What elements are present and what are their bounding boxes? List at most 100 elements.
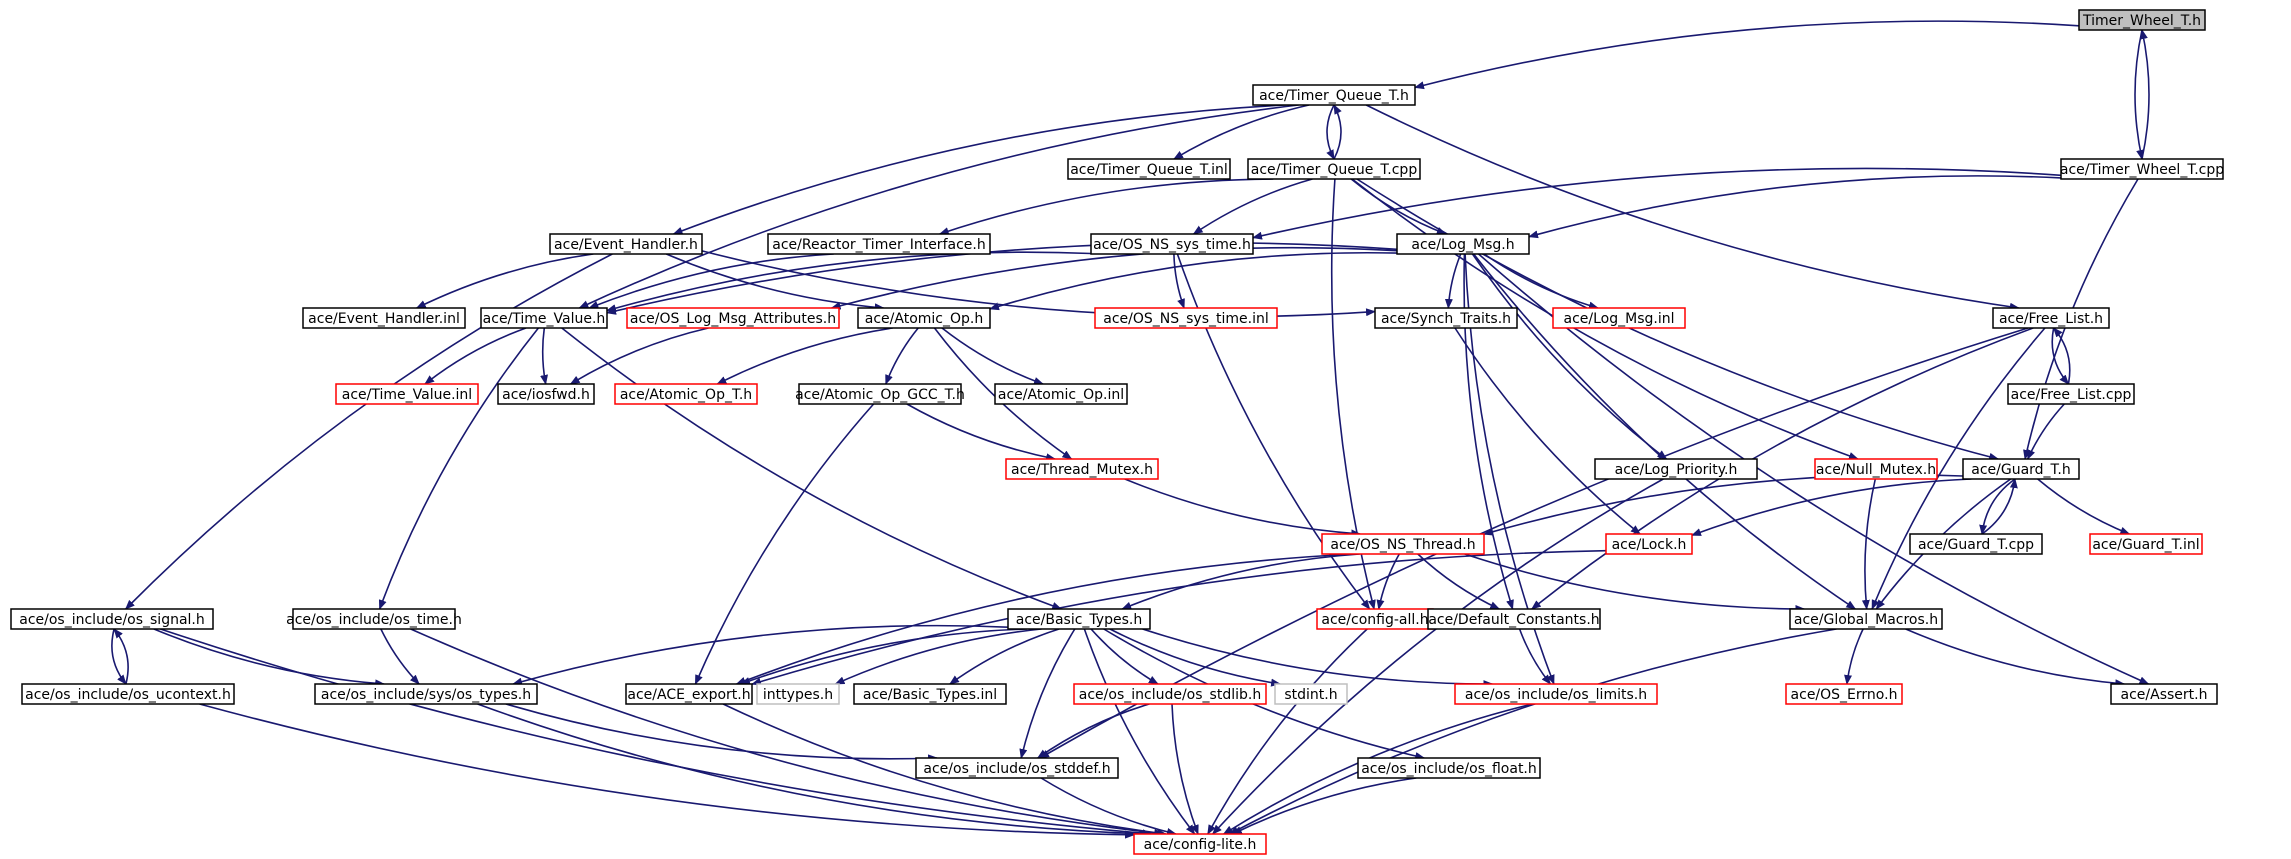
file-node-ace-os-include-os-float-h[interactable]: ace/os_include/os_float.h — [1357, 757, 1541, 779]
file-node-label: ace/Guard_T.inl — [2092, 537, 2199, 553]
file-node-label: ace/Basic_Types.h — [1016, 612, 1142, 628]
file-node-ace-lock-h[interactable]: ace/Lock.h — [1605, 533, 1693, 555]
file-node-ace-os-errno-h[interactable]: ace/OS_Errno.h — [1785, 683, 1903, 705]
file-node-ace-os-include-os-time-h[interactable]: ace/os_include/os_time.h — [286, 608, 462, 630]
include-edge — [2052, 327, 2071, 385]
file-node-ace-time-value-inl[interactable]: ace/Time_Value.inl — [335, 383, 479, 405]
include-edge — [606, 251, 1092, 312]
file-node-inttypes-h: inttypes.h — [756, 683, 840, 705]
include-edge — [1039, 327, 2029, 759]
include-edge — [1171, 703, 1199, 835]
file-node-ace-event-handler-h[interactable]: ace/Event_Handler.h — [549, 233, 703, 255]
file-node-ace-os-include-os-signal-h[interactable]: ace/os_include/os_signal.h — [10, 608, 214, 630]
file-node-label: ace/OS_NS_Thread.h — [1330, 537, 1475, 553]
file-node-label: Timer_Wheel_T.h — [2082, 13, 2201, 29]
include-edge — [1207, 628, 1368, 835]
file-node-label: ace/Atomic_Op.inl — [998, 387, 1124, 403]
include-edge — [378, 327, 540, 610]
file-node-ace-config-lite-h[interactable]: ace/config-lite.h — [1133, 833, 1267, 855]
file-node-box — [1374, 307, 1518, 329]
include-edge — [1464, 553, 1806, 613]
file-node-ace-time-value-h[interactable]: ace/Time_Value.h — [480, 307, 608, 329]
include-edge — [1142, 628, 1494, 689]
file-node-box — [2007, 383, 2135, 405]
file-node-label: ace/Assert.h — [2121, 687, 2208, 703]
file-node-ace-os-ns-sys-time-inl[interactable]: ace/OS_NS_sys_time.inl — [1094, 307, 1278, 329]
file-node-box — [2110, 683, 2218, 705]
file-node-ace-reactor-timer-interface-h[interactable]: ace/Reactor_Timer_Interface.h — [767, 233, 991, 255]
file-node-ace-os-ns-thread-h[interactable]: ace/OS_NS_Thread.h — [1321, 533, 1485, 555]
file-node-label: ace/Atomic_Op_T.h — [620, 387, 752, 403]
file-node-box — [2089, 533, 2203, 555]
file-node-ace-os-include-os-limits-h[interactable]: ace/os_include/os_limits.h — [1454, 683, 1658, 705]
file-node-ace-guard-t-h[interactable]: ace/Guard_T.h — [1962, 458, 2080, 480]
file-node-ace-basic-types-h[interactable]: ace/Basic_Types.h — [1007, 608, 1151, 630]
file-node-ace-timer-wheel-t-cpp[interactable]: ace/Timer_Wheel_T.cpp — [2060, 158, 2224, 180]
file-node-ace-atomic-op-t-h[interactable]: ace/Atomic_Op_T.h — [614, 383, 758, 405]
file-node-ace-null-mutex-h[interactable]: ace/Null_Mutex.h — [1814, 458, 1938, 480]
include-edge — [512, 624, 1009, 686]
include-edge — [1483, 474, 1964, 536]
include-edge — [1124, 478, 1362, 538]
file-node-ace-os-include-sys-os-types-h[interactable]: ace/os_include/sys/os_types.h — [314, 683, 538, 705]
file-node-ace-config-all-h[interactable]: ace/config-all.h — [1316, 608, 1434, 630]
file-node-ace-default-constants-h[interactable]: ace/Default_Constants.h — [1427, 608, 1601, 630]
file-node-ace-os-include-os-stdlib-h[interactable]: ace/os_include/os_stdlib.h — [1073, 683, 1267, 705]
file-node-ace-log-msg-h[interactable]: ace/Log_Msg.h — [1396, 233, 1530, 255]
file-node-box — [1090, 233, 1254, 255]
include-edge — [1861, 478, 1877, 610]
file-node-ace-guard-t-cpp[interactable]: ace/Guard_T.cpp — [1909, 533, 2043, 555]
file-node-ace-free-list-h[interactable]: ace/Free_List.h — [1992, 307, 2110, 329]
include-edge — [410, 628, 1165, 837]
include-edge — [1351, 178, 1859, 460]
include-edge — [1176, 253, 1371, 610]
include-edge — [1981, 478, 2018, 535]
file-node-ace-os-include-os-ucontext-h[interactable]: ace/os_include/os_ucontext.h — [21, 683, 235, 705]
file-node-label: ace/config-lite.h — [1144, 837, 1257, 853]
file-node-box — [1992, 307, 2110, 329]
include-edge — [665, 253, 885, 312]
file-node-ace-global-macros-h[interactable]: ace/Global_Macros.h — [1789, 608, 1943, 630]
include-edge — [938, 178, 1274, 235]
file-node-box — [1909, 533, 2043, 555]
file-node-timer-wheel-t-h[interactable]: Timer_Wheel_T.h — [2078, 9, 2206, 31]
file-node-label: ace/Atomic_Op.h — [865, 311, 983, 327]
file-node-ace-log-msg-inl[interactable]: ace/Log_Msg.inl — [1552, 307, 1686, 329]
file-node-box — [1454, 683, 1658, 705]
file-node-ace-os-log-msg-attributes-h[interactable]: ace/OS_Log_Msg_Attributes.h — [626, 307, 840, 329]
file-node-box — [1073, 683, 1267, 705]
file-node-ace-basic-types-inl[interactable]: ace/Basic_Types.inl — [853, 683, 1007, 705]
file-node-label: ace/Basic_Types.inl — [863, 687, 997, 703]
file-node-ace-log-priority-h[interactable]: ace/Log_Priority.h — [1594, 458, 1758, 480]
file-node-ace-timer-queue-t-inl[interactable]: ace/Timer_Queue_T.inl — [1067, 158, 1231, 180]
file-node-ace-timer-queue-t-cpp[interactable]: ace/Timer_Queue_T.cpp — [1247, 158, 1421, 180]
file-node-label: ace/OS_NS_sys_time.inl — [1103, 311, 1268, 327]
file-node-box — [1357, 757, 1541, 779]
file-node-ace-synch-traits-h[interactable]: ace/Synch_Traits.h — [1374, 307, 1518, 329]
file-node-ace-atomic-op-h[interactable]: ace/Atomic_Op.h — [857, 307, 991, 329]
file-node-label: ace/os_include/sys/os_types.h — [321, 687, 531, 703]
file-node-label: ace/Log_Priority.h — [1615, 462, 1738, 478]
file-node-ace-atomic-op-gcc-t-h[interactable]: ace/Atomic_Op_GCC_T.h — [795, 383, 965, 405]
file-node-box — [1094, 307, 1278, 329]
file-node-ace-ace-export-h[interactable]: ace/ACE_export.h — [625, 683, 753, 705]
file-node-ace-event-handler-inl[interactable]: ace/Event_Handler.inl — [302, 307, 466, 329]
include-edge — [830, 246, 1398, 310]
file-node-ace-assert-h[interactable]: ace/Assert.h — [2110, 683, 2218, 705]
file-node-box — [1321, 533, 1485, 555]
file-node-ace-os-include-os-stddef-h[interactable]: ace/os_include/os_stddef.h — [915, 757, 1119, 779]
file-node-ace-os-ns-sys-time-h[interactable]: ace/OS_NS_sys_time.h — [1090, 233, 1254, 255]
file-node-ace-iosfwd-h[interactable]: ace/iosfwd.h — [497, 383, 595, 405]
include-edge — [1109, 628, 1282, 687]
file-node-label: ace/os_include/os_limits.h — [1465, 687, 1647, 703]
file-node-ace-thread-mutex-h[interactable]: ace/Thread_Mutex.h — [1005, 458, 1159, 480]
file-node-ace-free-list-cpp[interactable]: ace/Free_List.cpp — [2007, 383, 2135, 405]
file-node-box — [1396, 233, 1530, 255]
include-edge — [1531, 327, 2034, 610]
file-node-box — [994, 383, 1128, 405]
file-node-ace-atomic-op-inl[interactable]: ace/Atomic_Op.inl — [994, 383, 1128, 405]
file-node-box — [767, 233, 991, 255]
file-node-ace-guard-t-inl[interactable]: ace/Guard_T.inl — [2089, 533, 2203, 555]
file-node-ace-timer-queue-t-h[interactable]: ace/Timer_Queue_T.h — [1252, 84, 1416, 106]
include-edge — [735, 553, 1356, 685]
